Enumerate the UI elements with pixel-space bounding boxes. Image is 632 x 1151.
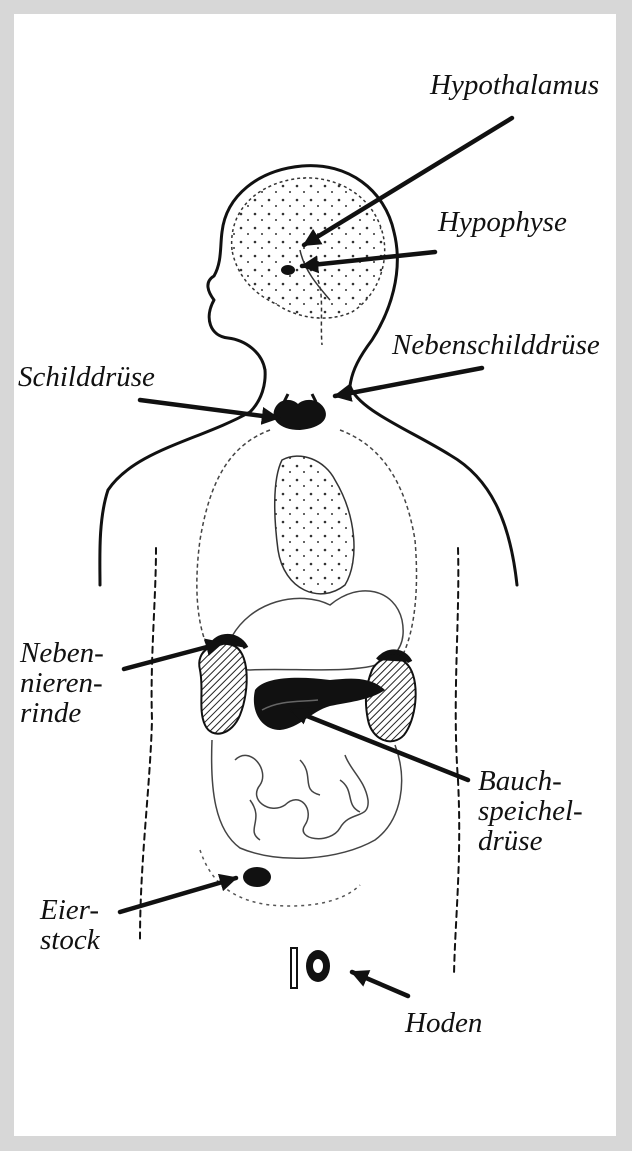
label-bauchspeicheldruese-line-1: Bauch-: [478, 766, 583, 796]
nebenschilddruese-pointer: [335, 368, 482, 396]
intestines: [212, 740, 402, 858]
hoden-pointer: [352, 972, 408, 996]
label-bauchspeicheldruese: Bauch- speichel- drüse: [478, 766, 583, 856]
heart: [275, 456, 354, 594]
label-nebennierenrinde-line-1: Neben-: [20, 638, 104, 668]
hypophysis-organ: [281, 265, 295, 275]
thyroid-organ: [274, 394, 326, 430]
label-eierstock-line-2: stock: [40, 925, 100, 955]
label-schilddruese: Schilddrüse: [18, 362, 155, 392]
testis-organ: [291, 948, 330, 988]
label-nebennierenrinde: Neben- nieren- rinde: [20, 638, 104, 728]
label-nebennierenrinde-line-2: nieren-: [20, 668, 104, 698]
label-eierstock: Eier- stock: [40, 895, 100, 955]
label-eierstock-line-1: Eier-: [40, 895, 100, 925]
adrenal-kidney-left: [199, 636, 246, 733]
label-nebennierenrinde-line-3: rinde: [20, 698, 104, 728]
label-hypophyse: Hypophyse: [438, 207, 567, 237]
label-bauchspeicheldruese-line-3: drüse: [478, 826, 583, 856]
ovary-organ: [243, 867, 271, 887]
label-hypothalamus: Hypothalamus: [430, 70, 599, 100]
label-bauchspeicheldruese-line-2: speichel-: [478, 796, 583, 826]
label-nebenschilddruese: Nebenschilddrüse: [392, 330, 600, 360]
label-hoden: Hoden: [405, 1008, 482, 1038]
eierstock-pointer: [120, 878, 236, 912]
